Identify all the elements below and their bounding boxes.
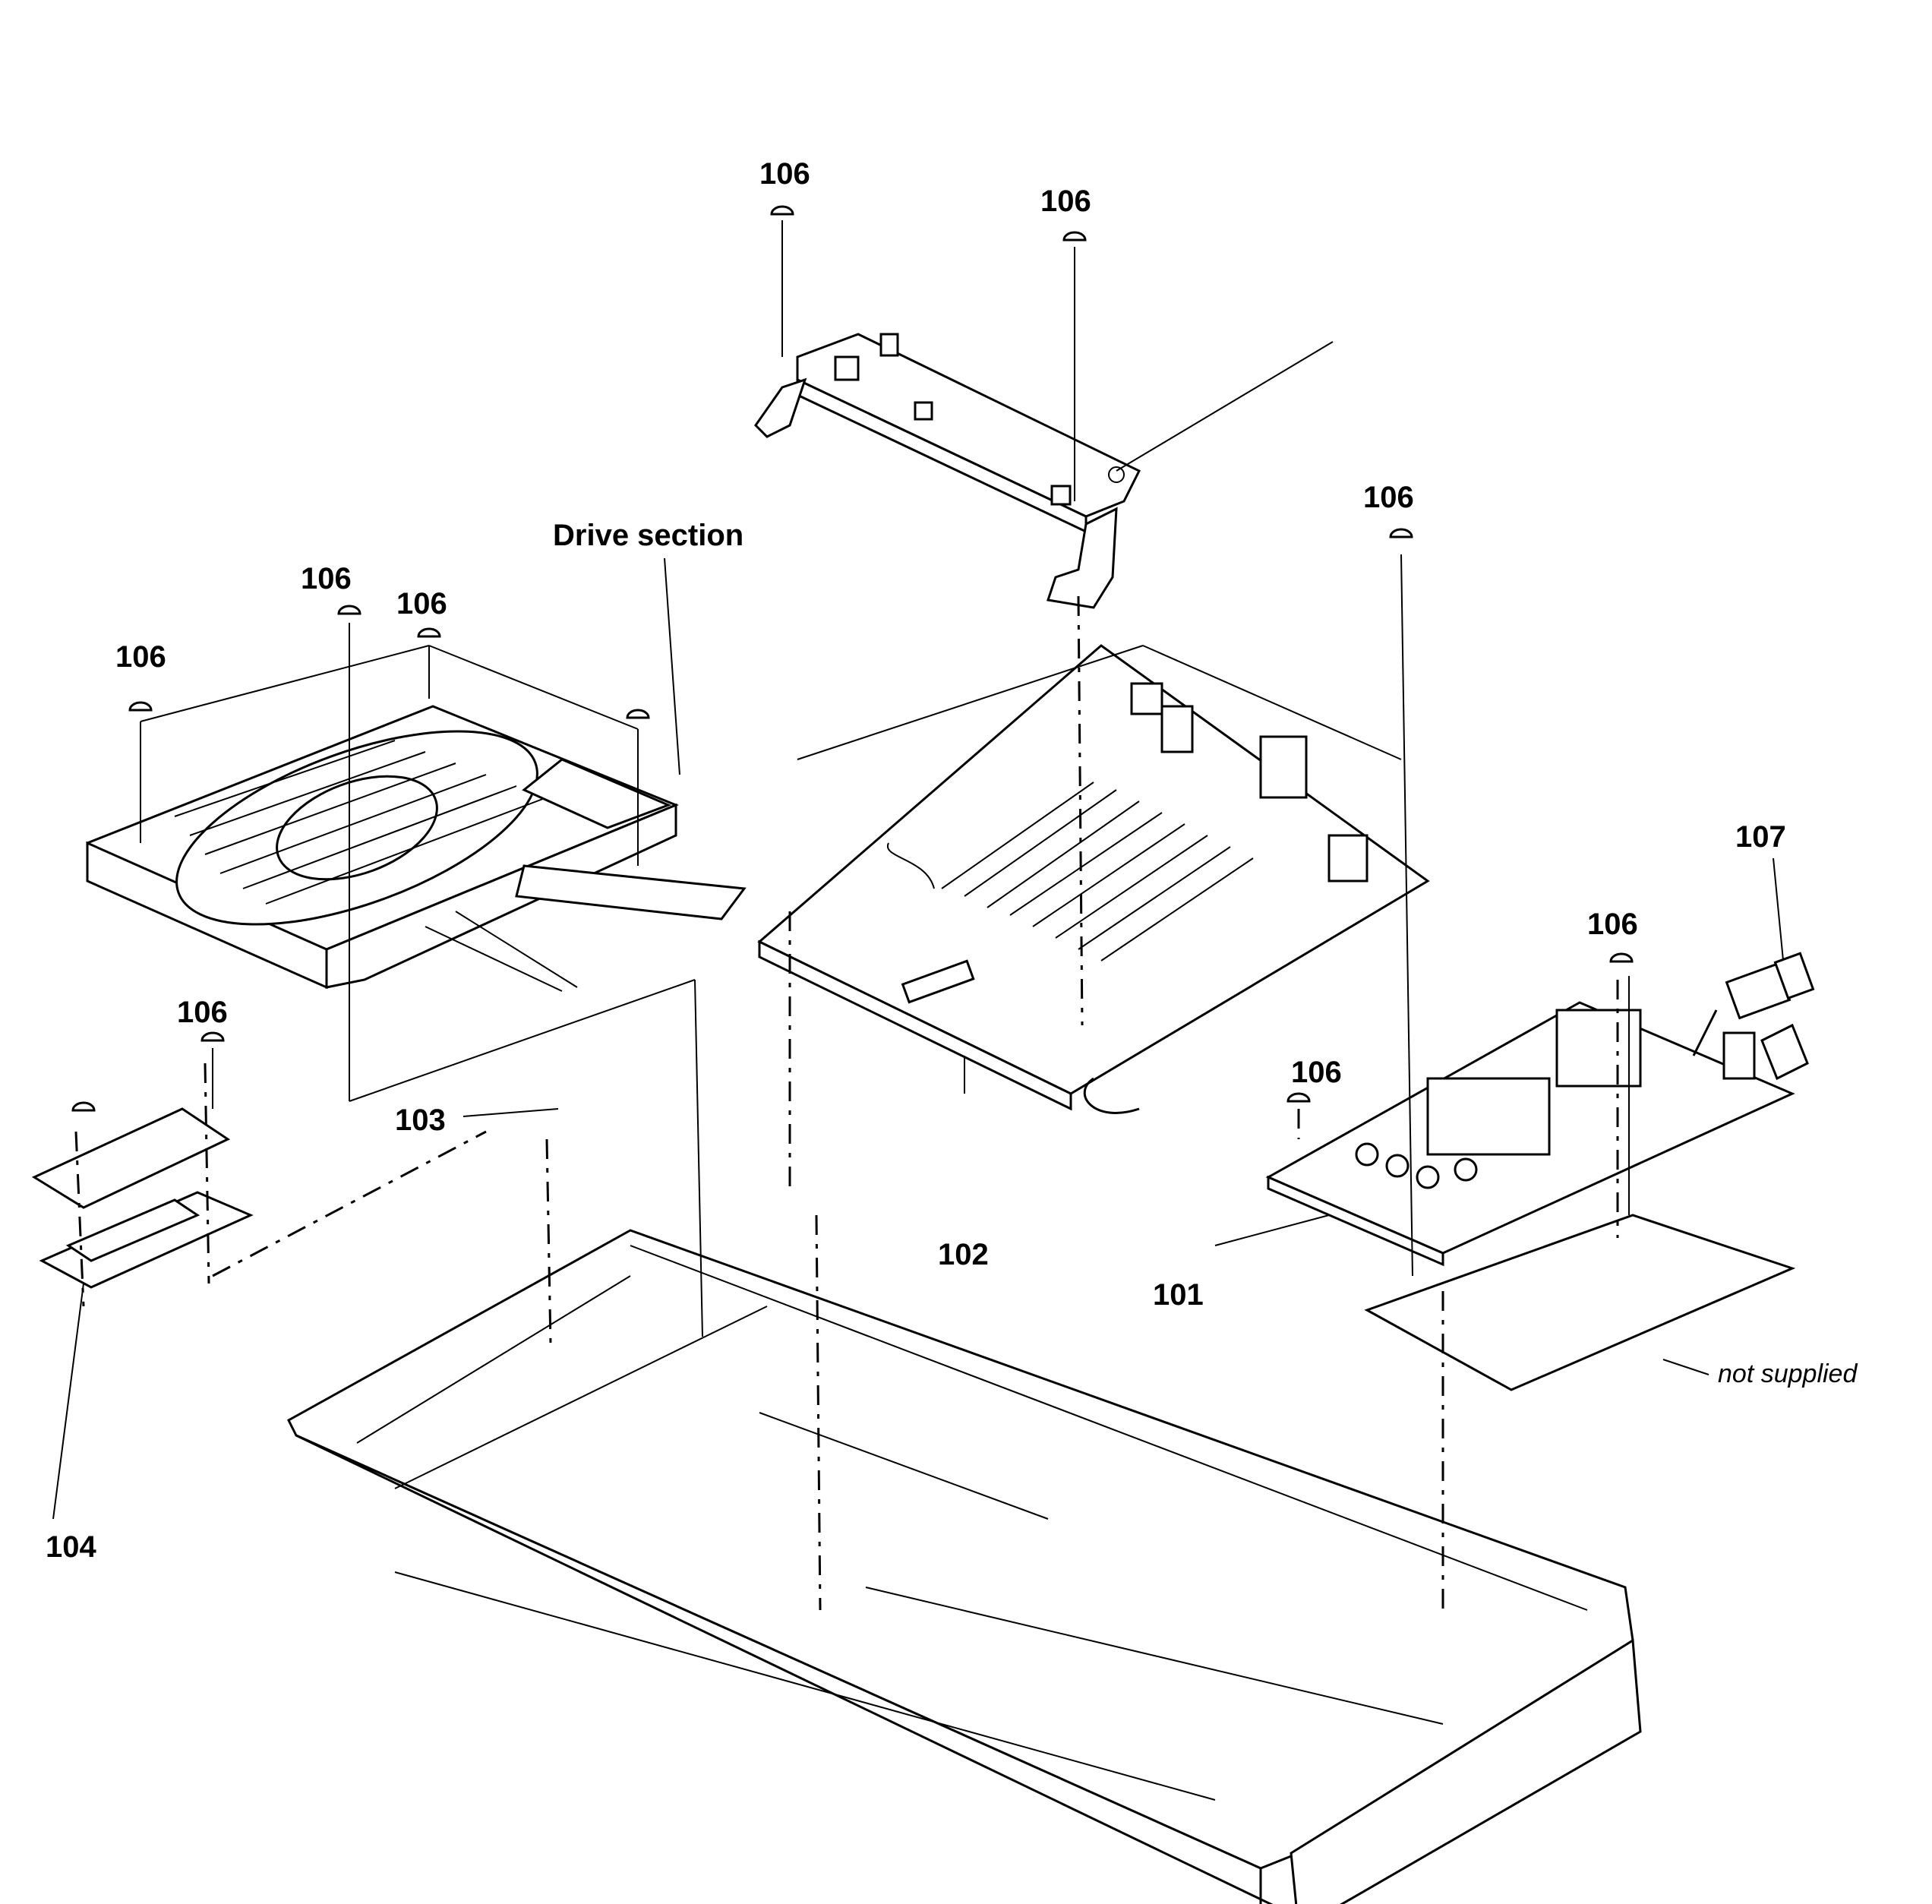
power-board-101 <box>1265 1001 1809 1391</box>
label-102: 102 <box>938 1238 989 1271</box>
label-106: 106 <box>1040 185 1091 218</box>
drive-section <box>86 705 747 992</box>
label-106: 106 <box>759 157 810 191</box>
screw-icon <box>417 627 441 638</box>
label-106: 106 <box>1587 908 1638 941</box>
label-106: 106 <box>301 562 352 595</box>
screw-icon <box>1286 1092 1311 1103</box>
label-106: 106 <box>177 996 228 1029</box>
label-106: 106 <box>396 587 447 620</box>
leader-lines <box>52 220 1785 1618</box>
label-104: 104 <box>46 1530 96 1564</box>
screw-icon <box>1062 231 1087 242</box>
not-supplied-note: not supplied <box>1718 1359 1858 1388</box>
label-107: 107 <box>1735 820 1786 854</box>
label-106: 106 <box>1363 481 1414 514</box>
screw-icon <box>1609 952 1634 963</box>
main-board-102 <box>757 644 1430 1114</box>
label-106: 106 <box>1291 1056 1342 1089</box>
label-101: 101 <box>1153 1278 1204 1312</box>
label-106: 106 <box>115 640 166 674</box>
label-103: 103 <box>395 1104 446 1137</box>
callout-labels: 106 106 106 106 106 106 106 106 106 Driv… <box>46 157 1858 1564</box>
top-bracket <box>754 333 1334 609</box>
screws <box>71 205 1634 1112</box>
screw-icon <box>337 605 361 615</box>
screw-icon <box>1389 528 1413 538</box>
screw-icon <box>71 1101 96 1112</box>
screw-icon <box>626 709 650 719</box>
sub-board-104 <box>31 1107 254 1289</box>
screw-icon <box>770 205 794 216</box>
screw-icon <box>200 1031 225 1042</box>
drive-section-label: Drive section <box>553 519 743 552</box>
screw-icon <box>128 701 153 712</box>
chassis <box>287 1229 1642 1904</box>
power-connector-107 <box>1692 952 1815 1056</box>
